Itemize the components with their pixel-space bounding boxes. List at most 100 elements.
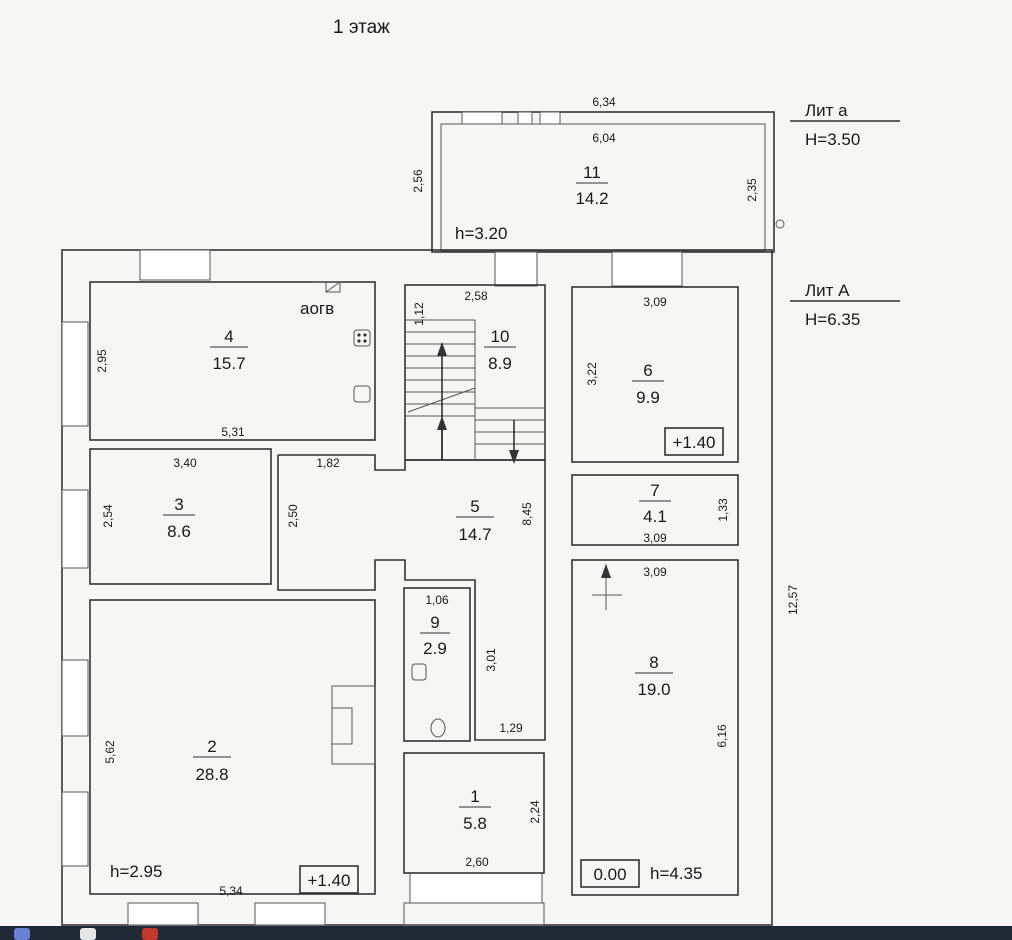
- washbasin-icon: [411, 663, 427, 681]
- dim-label: 1,29: [499, 721, 523, 735]
- svg-text:1: 1: [470, 787, 479, 806]
- lit-a-small-height: H=3.50: [805, 130, 860, 149]
- sink-icon: [353, 385, 371, 403]
- dim-label: 8,45: [520, 502, 534, 526]
- level-mark-room2-box: [299, 865, 359, 894]
- svg-text:9: 9: [430, 613, 439, 632]
- dim-label: 12,57: [786, 585, 800, 615]
- svg-text:28.8: 28.8: [195, 765, 228, 784]
- toilet-icon: [430, 718, 446, 738]
- level-mark-room8: 0.00: [593, 865, 626, 884]
- dim-label: 6,16: [715, 724, 729, 748]
- svg-text:15.7: 15.7: [212, 354, 245, 373]
- dim-label: 3,40: [173, 456, 197, 470]
- svg-text:14.7: 14.7: [458, 525, 491, 544]
- window-top: [611, 251, 683, 287]
- room-8: [571, 559, 739, 896]
- room-label-10: 10 8.9: [484, 327, 516, 373]
- dim-label: 2,95: [95, 349, 109, 373]
- height-room8-label: h=4.35: [650, 864, 702, 883]
- svg-text:11: 11: [583, 163, 601, 182]
- window: [461, 111, 503, 125]
- window-left: [61, 659, 89, 737]
- svg-text:6: 6: [643, 361, 652, 380]
- dim-label: 3,22: [585, 362, 599, 386]
- dimension-labels: 6,34 6,04 2,56 2,35 2,58 1,12 3,09 2,95 …: [95, 95, 800, 898]
- room-label-4: 4 15.7: [210, 327, 248, 373]
- window: [539, 111, 561, 125]
- dim-label: 6,04: [592, 131, 616, 145]
- svg-text:2.9: 2.9: [423, 639, 447, 658]
- window-left: [61, 321, 89, 427]
- window-left: [61, 791, 89, 867]
- dim-label: 1,82: [316, 456, 340, 470]
- stove-inner: [331, 707, 353, 745]
- dim-label: 5,31: [221, 425, 245, 439]
- svg-text:9.9: 9.9: [636, 388, 660, 407]
- room-label-5: 5 14.7: [456, 497, 494, 544]
- taskbar: [0, 926, 1012, 940]
- svg-text:5.8: 5.8: [463, 814, 487, 833]
- window-bottom: [127, 902, 199, 926]
- svg-text:4: 4: [224, 327, 233, 346]
- dim-label: 3,01: [484, 648, 498, 672]
- room-7: [571, 474, 739, 546]
- room-9: [403, 587, 471, 742]
- svg-text:5: 5: [470, 497, 479, 516]
- level-mark-room6: +1.40: [672, 433, 715, 452]
- marker-icon: [775, 219, 785, 229]
- level-mark-room6-box: [664, 427, 724, 456]
- room-4: [89, 281, 376, 441]
- svg-text:4.1: 4.1: [643, 507, 667, 526]
- dim-label: 1,06: [425, 593, 449, 607]
- dim-label: 2,58: [464, 289, 488, 303]
- browser-icon[interactable]: [14, 928, 30, 940]
- floor-title: 1 этаж: [333, 17, 390, 38]
- dim-label: 3,09: [643, 565, 667, 579]
- room-5: [277, 454, 546, 741]
- svg-text:14.2: 14.2: [575, 189, 608, 208]
- dim-label: 3,09: [643, 295, 667, 309]
- height-room2-label: h=2.95: [110, 862, 162, 881]
- dim-label: 6,34: [592, 95, 616, 109]
- lit-a-big-name: Лит А: [805, 281, 850, 300]
- window-left: [61, 489, 89, 569]
- height-upper-label: h=3.20: [455, 224, 507, 243]
- dim-label: 2,60: [465, 855, 489, 869]
- svg-text:7: 7: [650, 481, 659, 500]
- room-6: [571, 286, 739, 463]
- stove: [331, 685, 376, 765]
- dim-label: 1,33: [716, 498, 730, 522]
- dim-label: 5,34: [219, 884, 243, 898]
- room-3: [89, 448, 272, 585]
- annex-outline: [431, 111, 775, 253]
- annex-inner: [440, 123, 766, 252]
- window-bottom: [254, 902, 326, 926]
- room-1: [403, 752, 545, 874]
- room-label-2: 2 28.8: [193, 737, 231, 784]
- room-label-9: 9 2.9: [420, 613, 450, 658]
- level-mark-room2: +1.40: [307, 871, 350, 890]
- aogv-label: аогв: [300, 299, 334, 318]
- room-label-11: 11 14.2: [575, 163, 608, 208]
- dim-label: 2,56: [411, 169, 425, 193]
- entrance-arrow-icon: [592, 564, 622, 610]
- window-top: [139, 249, 211, 281]
- svg-text:8: 8: [649, 653, 658, 672]
- room-label-3: 3 8.6: [163, 495, 195, 541]
- window: [517, 111, 533, 125]
- room-label-8: 8 19.0: [635, 653, 673, 699]
- app-icon[interactable]: [142, 928, 158, 940]
- level-mark-room8-box: [580, 859, 640, 888]
- boiler-icon: [325, 281, 341, 293]
- porch: [494, 251, 538, 287]
- dim-label: 2,54: [101, 504, 115, 528]
- lit-a-big-height: H=6.35: [805, 310, 860, 329]
- dim-label: 2,35: [745, 178, 759, 202]
- svg-text:19.0: 19.0: [637, 680, 670, 699]
- file-icon[interactable]: [80, 928, 96, 940]
- staircase: [405, 319, 545, 464]
- dim-label: 2,50: [286, 504, 300, 528]
- svg-text:8.6: 8.6: [167, 522, 191, 541]
